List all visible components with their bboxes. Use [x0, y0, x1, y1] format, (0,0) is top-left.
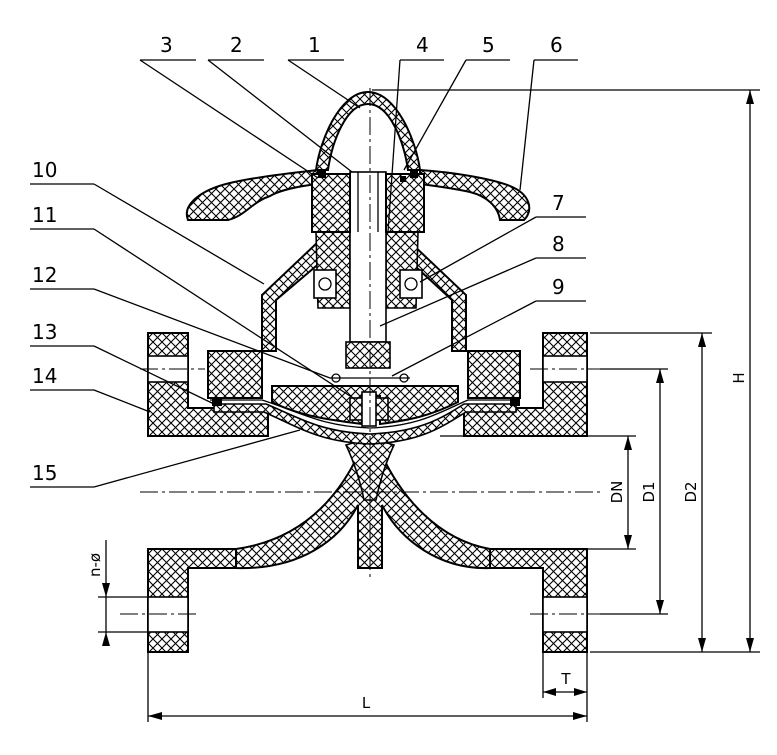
- stem: [349, 171, 387, 343]
- handwheel-hub: [311, 173, 351, 233]
- bearing-ball-left: [318, 277, 332, 291]
- dim-label-dn: DN: [608, 481, 626, 504]
- part-label-5: 5: [482, 33, 495, 57]
- dimension-labels: H D2 D1 DN n-ø L T: [86, 372, 748, 712]
- part-label-6: 6: [550, 33, 563, 57]
- bearing-ball-right: [404, 277, 418, 291]
- compressor-diaphragm: [210, 385, 520, 445]
- dim-label-bolt-holes: n-ø: [86, 553, 104, 577]
- handwheel-cap: [314, 90, 422, 171]
- part-label-1: 1: [308, 33, 321, 57]
- part-label-3: 3: [160, 33, 173, 57]
- handwheel-rim-right: [419, 168, 531, 221]
- leader-lines: [30, 59, 586, 488]
- bearing-right: [399, 269, 423, 299]
- diaphragm-top: [210, 399, 520, 429]
- handwheel-rim: [185, 168, 319, 221]
- dim-label-d1: D1: [640, 481, 658, 502]
- part-label-10: 10: [32, 158, 57, 182]
- compressor-nut: [345, 341, 391, 369]
- body-upper-right: [467, 350, 521, 399]
- part-label-2: 2: [230, 33, 243, 57]
- diaphragm: [213, 403, 517, 445]
- dim-label-d2: D2: [682, 481, 700, 502]
- body-upper-left: [207, 350, 263, 399]
- part-label-9: 9: [552, 275, 565, 299]
- handwheel: [185, 90, 531, 233]
- part-label-8: 8: [552, 232, 565, 256]
- dim-label-l: L: [362, 694, 371, 712]
- part-labels: 3 2 1 4 5 6 7 8 9 10 11 12 13 14 15: [32, 33, 565, 485]
- part-label-12: 12: [32, 263, 57, 287]
- bearing-left: [313, 269, 337, 299]
- part-label-4: 4: [416, 33, 429, 57]
- part-label-15: 15: [32, 461, 57, 485]
- body-bottom-shell: [235, 435, 491, 570]
- dim-label-t: T: [560, 670, 571, 688]
- center-lines: [120, 88, 600, 615]
- dimension-lines: [98, 89, 760, 722]
- dim-label-h: H: [730, 372, 748, 383]
- part-label-11: 11: [32, 203, 57, 227]
- stud: [361, 391, 377, 427]
- part-label-7: 7: [552, 191, 565, 215]
- part-label-14: 14: [32, 364, 57, 388]
- bonnet: [261, 231, 467, 352]
- part-label-13: 13: [32, 320, 57, 344]
